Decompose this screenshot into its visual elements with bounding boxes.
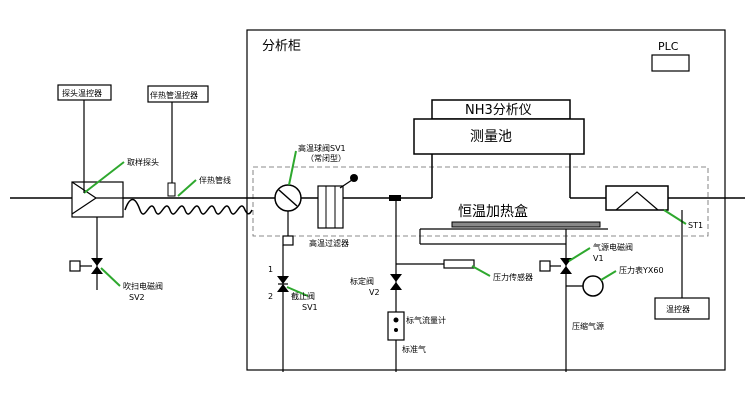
cabinet-label: 分析柜	[262, 39, 301, 54]
tube-temp-controller-label: 伴热管温控器	[150, 90, 198, 100]
plc-box	[651, 54, 690, 72]
purge-valve-id: SV2	[129, 293, 145, 302]
st1-label: ST1	[688, 221, 703, 230]
stop-valve-top	[277, 276, 289, 284]
calibration-valve-top	[390, 274, 402, 282]
sampling-probe-label: 取样探头	[127, 157, 159, 167]
std-gas-label: 标准气	[402, 344, 426, 354]
flow-meter-label: 标气流量计	[406, 315, 446, 325]
ball-valve-note: （常闭型）	[306, 154, 346, 163]
heat-tube-pointer	[177, 179, 197, 197]
air-valve-id: V1	[593, 254, 604, 263]
heat-tube-label: 伴热管线	[199, 175, 231, 185]
purge-valve-bottom	[91, 266, 103, 274]
filter-label: 高温过滤器	[309, 238, 349, 248]
purge-actuator	[69, 260, 81, 272]
flow-meter-dot	[394, 328, 398, 332]
analyzer-cabinet-frame	[246, 29, 726, 371]
sampling-probe-box	[71, 181, 124, 218]
st1-pointer	[663, 209, 687, 225]
measure-cell-box	[413, 118, 585, 155]
plc-label: PLC	[658, 40, 679, 53]
air-valve-pointer	[568, 247, 591, 262]
probe-temp-controller-label: 探头温控器	[62, 88, 102, 98]
ball-valve-bar	[278, 189, 298, 207]
air-valve-bottom	[560, 266, 572, 274]
temp-controller-box	[654, 297, 710, 320]
purge-valve-label: 吹扫电磁阀	[123, 281, 163, 291]
st1-separator	[605, 185, 669, 211]
calibration-valve-label: 标定阀	[350, 276, 374, 286]
ball-valve-label: 高温球阀SV1	[298, 143, 346, 153]
calibration-valve-bottom	[390, 282, 402, 290]
flow-meter	[387, 311, 405, 341]
flow-meter-float	[393, 317, 399, 323]
temp-controller-label: 温控器	[666, 304, 690, 314]
stop-valve-port-2: 2	[268, 292, 273, 301]
filter-handle	[339, 179, 353, 189]
gauge-pointer	[600, 270, 617, 281]
stop-valve-pointer	[286, 286, 309, 297]
tube-temp-controller-box	[147, 85, 209, 103]
air-valve-label: 气源电磁阀	[593, 242, 633, 252]
analyzer-label: NH3分析仪	[465, 103, 532, 118]
pressure-sensor	[443, 259, 475, 269]
probe-pointer	[83, 161, 125, 194]
pressure-sensor-label: 压力传感器	[493, 272, 533, 282]
ball-valve-pointer	[288, 150, 297, 186]
purge-pointer	[100, 267, 121, 287]
stop-valve-label: 截止阀	[291, 291, 315, 301]
air-valve-actuator	[539, 260, 551, 272]
heat-trace-wave	[124, 198, 253, 215]
pressure-gauge-label: 压力表YX60	[619, 265, 664, 275]
stop-valve-port-1: 1	[268, 265, 273, 274]
measure-cell-label: 测量池	[470, 129, 512, 145]
stop-valve-bottom	[277, 284, 289, 292]
heat-tube-sensor	[167, 182, 176, 197]
stop-valve-id: SV1	[302, 303, 318, 312]
high-temp-filter	[317, 185, 344, 229]
pressure-gauge	[582, 275, 604, 297]
heat-box-label: 恒温加热盒	[458, 203, 528, 220]
filter-knob	[350, 174, 358, 182]
purge-valve-top	[91, 258, 103, 266]
heated-zone-dashed	[252, 166, 709, 237]
pressure-sensor-pointer	[471, 265, 491, 277]
ball-valve-actuator	[282, 235, 294, 246]
tee-fitting	[389, 195, 401, 201]
heater-bar	[451, 221, 601, 228]
st1-inner-shape	[615, 191, 659, 211]
comp-air-label: 压缩气源	[572, 321, 604, 331]
calibration-valve-id: V2	[369, 288, 380, 297]
